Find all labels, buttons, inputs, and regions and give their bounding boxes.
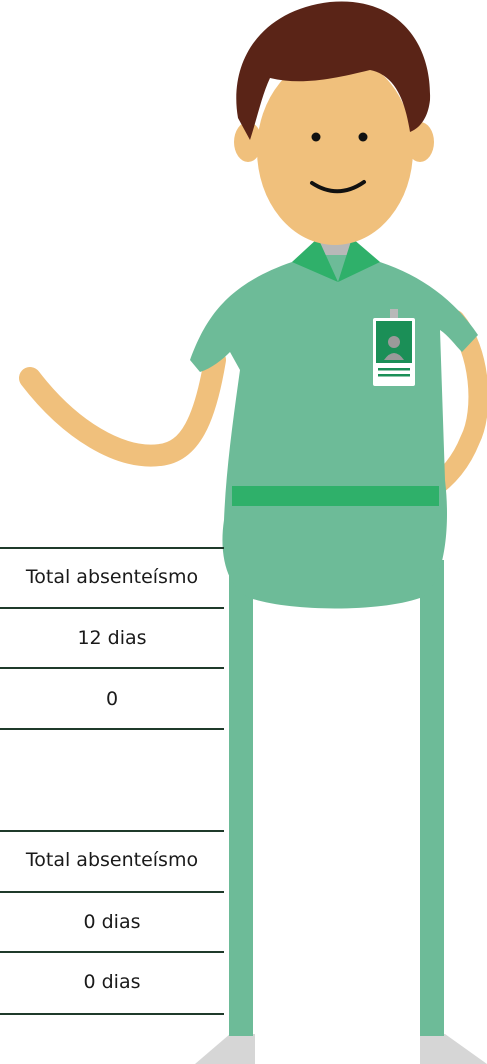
table-2-top-rule xyxy=(0,830,224,832)
table-2-row-1: 0 dias xyxy=(83,911,141,933)
hair xyxy=(236,1,431,140)
right-ear xyxy=(406,122,434,162)
table-2-rule xyxy=(0,891,224,893)
table-1-row-1: 12 dias xyxy=(77,627,147,649)
left-leg xyxy=(229,560,253,1036)
right-leg xyxy=(420,560,444,1036)
table-1-row-2: 0 xyxy=(105,688,119,710)
table-2-bottom-rule xyxy=(0,1013,224,1015)
right-arm xyxy=(420,310,487,500)
smile xyxy=(310,180,366,194)
collar-right xyxy=(338,238,380,282)
table-1-bottom-rule xyxy=(0,728,224,730)
collar-left xyxy=(292,238,338,282)
left-shoe xyxy=(195,1034,255,1064)
left-ear xyxy=(234,122,262,162)
table-1-rule xyxy=(0,667,224,669)
id-badge-icon xyxy=(373,309,415,386)
table-2-rule xyxy=(0,951,224,953)
scrubs-shirt xyxy=(190,248,478,609)
left-arm xyxy=(19,349,226,467)
right-eye xyxy=(358,132,368,142)
table-1-rule xyxy=(0,607,224,609)
right-shoe xyxy=(420,1034,487,1064)
table-1-top-rule xyxy=(0,547,224,549)
table-2-row-2: 0 dias xyxy=(83,971,141,993)
scrubs-band xyxy=(232,486,439,506)
table-1-header: Total absenteísmo xyxy=(25,566,199,588)
head xyxy=(257,55,413,245)
table-2-header: Total absenteísmo xyxy=(25,849,199,871)
left-eye xyxy=(311,132,321,142)
